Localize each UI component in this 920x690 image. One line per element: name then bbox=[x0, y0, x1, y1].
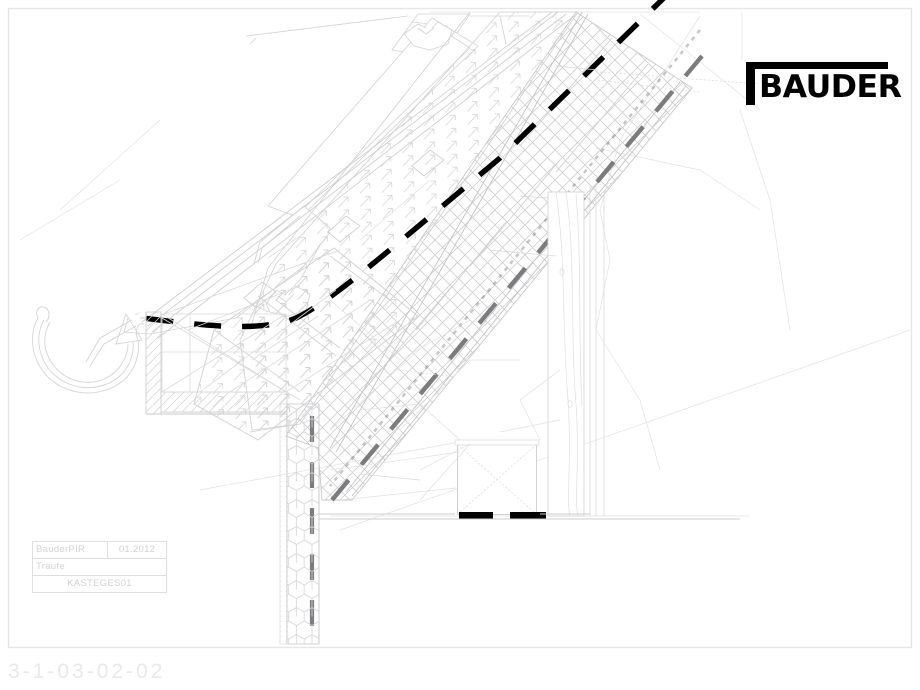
title-block-row-detail: Traufe bbox=[32, 558, 167, 576]
title-block-drawing-code: KASTEGES01 bbox=[32, 575, 167, 593]
interior-surface-lines bbox=[329, 179, 561, 501]
timber-post bbox=[547, 186, 605, 517]
title-block-row-code: KASTEGES01 bbox=[32, 575, 167, 593]
eaves-soffit-box bbox=[85, 311, 288, 415]
annotation-leader-lines bbox=[267, 65, 761, 481]
bauder-logo-left-stem bbox=[746, 62, 755, 105]
title-block: BauderPIR 01.2012 Traufe KASTEGES01 bbox=[31, 541, 167, 593]
secondary-membrane bbox=[328, 29, 702, 487]
sheet-border bbox=[7, 7, 913, 649]
bauder-logo-top-bar bbox=[746, 62, 888, 69]
gutter bbox=[32, 306, 145, 394]
title-block-product: BauderPIR bbox=[31, 541, 109, 559]
title-block-date: 01.2012 bbox=[107, 541, 167, 559]
roof-tiles bbox=[123, 13, 530, 335]
title-block-detail-name: Traufe bbox=[32, 558, 167, 576]
ceiling-beam-section bbox=[454, 439, 546, 519]
masonry-wall bbox=[279, 403, 320, 645]
title-block-row-product: BauderPIR 01.2012 bbox=[31, 541, 167, 559]
bauder-logo-wordmark: BAUDER bbox=[759, 69, 902, 105]
rafter-end-ventilation bbox=[161, 249, 401, 401]
floor-and-ceiling-lines bbox=[319, 513, 740, 520]
bauder-logo: BAUDER bbox=[746, 62, 902, 105]
sheet-number: 3-1-03-02-02 bbox=[8, 660, 166, 683]
